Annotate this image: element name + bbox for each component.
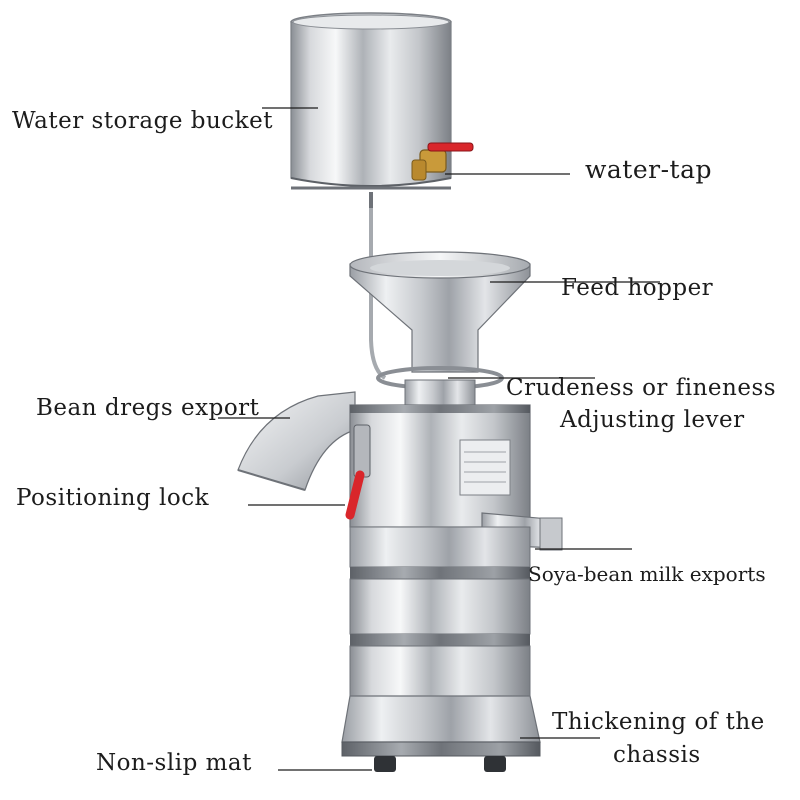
label-soya-bean-milk-exports: Soya-bean milk exports xyxy=(528,562,766,586)
feed-hopper-graphic xyxy=(349,251,531,373)
non-slip-mat-graphic xyxy=(374,756,506,772)
label-chassis-line2: chassis xyxy=(613,742,701,768)
adjusting-lever-graphic xyxy=(376,366,504,409)
label-chassis-line1: Thickening of the xyxy=(552,709,765,735)
label-feed-hopper: Feed hopper xyxy=(561,275,714,301)
label-non-slip-mat: Non-slip mat xyxy=(96,750,252,776)
label-bean-dregs-export: Bean dregs export xyxy=(36,395,260,421)
leader-lines xyxy=(218,107,660,771)
grinder-body-graphic xyxy=(345,404,531,528)
water-tap-graphic xyxy=(411,142,474,181)
label-adjusting-lever-line1: Crudeness or fineness xyxy=(506,375,777,401)
label-positioning-lock: Positioning lock xyxy=(16,485,210,511)
bean-dregs-export-graphic xyxy=(237,391,356,491)
label-adjusting-lever-line2: Adjusting lever xyxy=(560,407,745,433)
water-storage-bucket-graphic xyxy=(290,12,452,210)
label-water-storage-bucket: Water storage bucket xyxy=(12,108,273,134)
label-water-tap: water-tap xyxy=(585,155,712,184)
chassis-graphic xyxy=(341,526,541,757)
